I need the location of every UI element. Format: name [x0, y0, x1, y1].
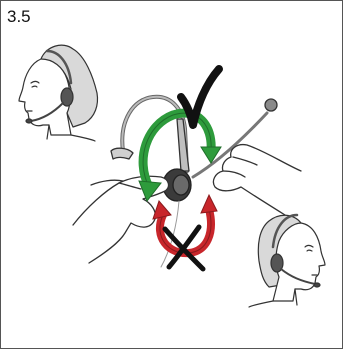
woman-head-top-left: [19, 45, 98, 141]
woman-head-bottom-right: [249, 215, 325, 307]
